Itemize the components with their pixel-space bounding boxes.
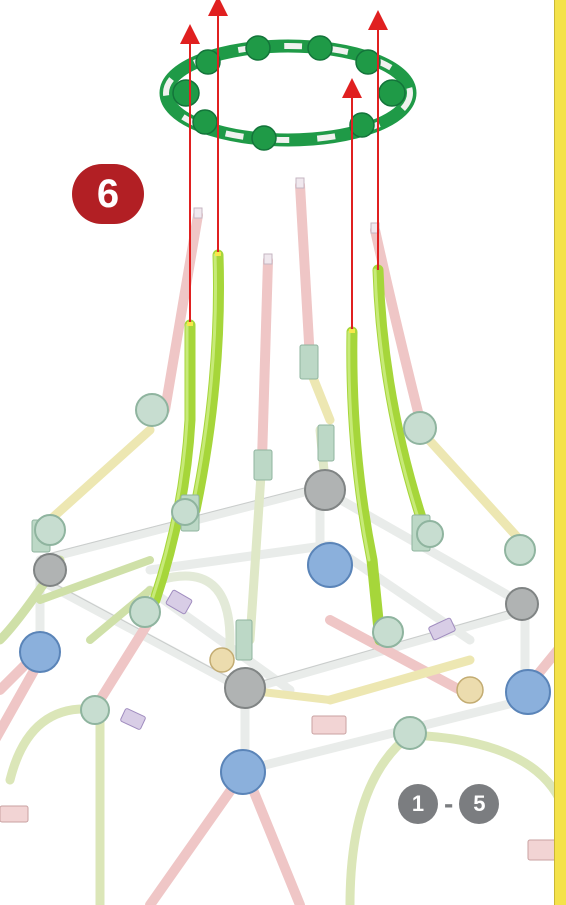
gray-connectors bbox=[34, 470, 538, 708]
ring-connectors bbox=[173, 36, 405, 150]
step-number-badge: 6 bbox=[72, 164, 144, 224]
range-start-badge: 1 bbox=[398, 784, 438, 824]
range-end: 5 bbox=[473, 791, 485, 817]
range-separator: - bbox=[442, 788, 455, 820]
range-start: 1 bbox=[412, 791, 424, 817]
range-end-badge: 5 bbox=[459, 784, 499, 824]
lower-colored-rods bbox=[0, 370, 566, 905]
step-number: 6 bbox=[97, 172, 119, 217]
previous-steps-reference: 1 - 5 bbox=[398, 784, 499, 824]
page-edge-strip bbox=[554, 0, 566, 905]
